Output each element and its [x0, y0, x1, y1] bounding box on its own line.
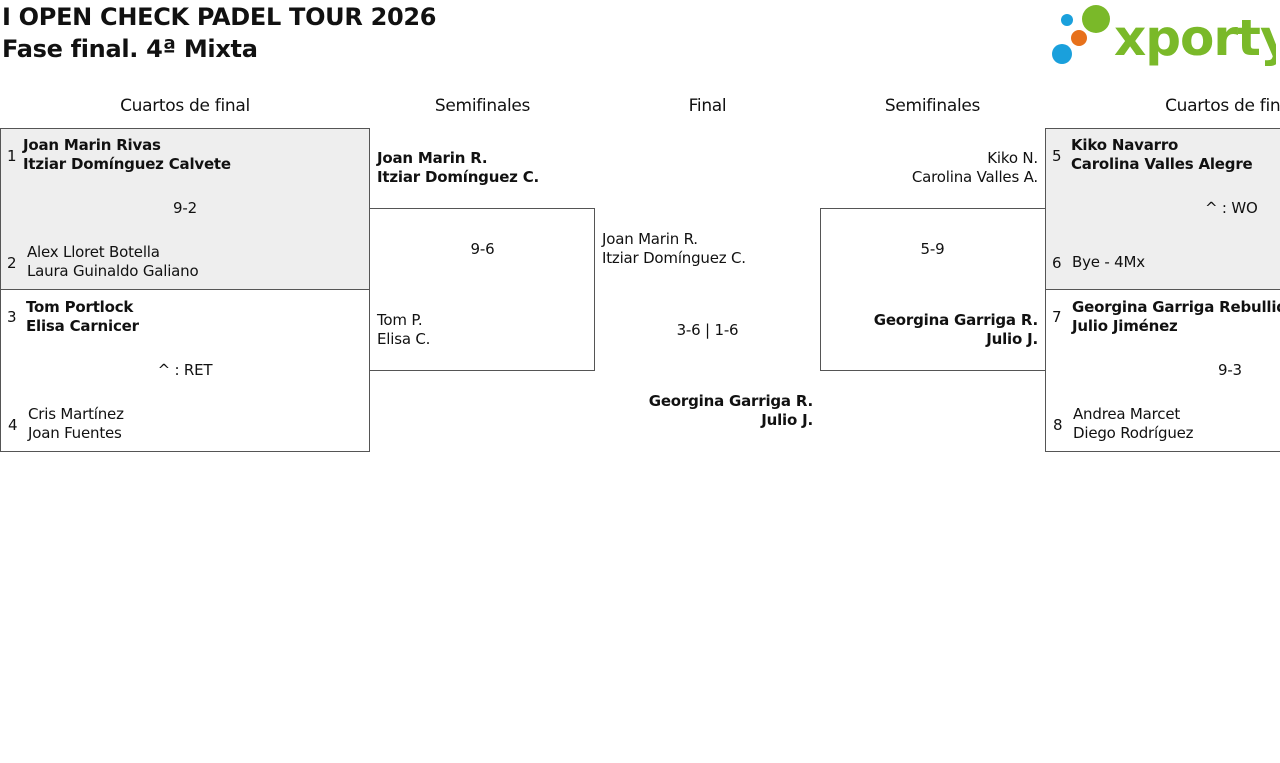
seed-number: 7: [1052, 308, 1062, 326]
player-name: Cris Martínez: [28, 405, 124, 423]
column-header-final: Final: [688, 96, 727, 116]
match-card-sf-left[interactable]: [369, 208, 595, 371]
player-name: Tom P.: [377, 311, 423, 329]
player-name: Diego Rodríguez: [1073, 424, 1194, 442]
match-score: 9-2: [173, 199, 197, 217]
seed-number: 8: [1053, 416, 1063, 434]
column-header-semifinals-left: Semifinales: [434, 96, 531, 116]
player-name: Joan Marin R.: [602, 230, 698, 248]
xporty-logo: xporty: [1052, 4, 1280, 67]
page-title: I OPEN CHECK PADEL TOUR 2026: [2, 3, 437, 31]
match-score: 9-3: [1218, 361, 1242, 379]
logo-dot-blue-top-icon: [1061, 14, 1073, 26]
column-header-semifinals-right: Semifinales: [884, 96, 981, 116]
player-name: Alex Lloret Botella: [27, 243, 160, 261]
player-name: Julio J.: [986, 330, 1038, 348]
player-name: Itziar Domínguez C.: [602, 249, 746, 267]
page-subtitle: Fase final. 4ª Mixta: [2, 35, 258, 63]
player-name: Carolina Valles A.: [911, 168, 1038, 186]
player-name: Georgina Garriga R.: [648, 392, 813, 410]
seed-number: 1: [7, 147, 17, 165]
seed-number: 6: [1052, 254, 1062, 272]
player-name: Joan Fuentes: [28, 424, 122, 442]
logo-dot-green-icon: [1082, 5, 1110, 33]
seed-number: 2: [7, 254, 17, 272]
match-card-qf-right-2[interactable]: [1045, 289, 1280, 452]
logo-dot-blue-bottom-icon: [1052, 44, 1072, 64]
match-score: 5-9: [920, 240, 945, 258]
player-name: Elisa C.: [377, 330, 431, 348]
player-name: Georgina Garriga Rebullida: [1072, 298, 1280, 316]
player-name: Joan Marin R.: [377, 149, 488, 167]
column-header-quarterfinals-left: Cuartos de final: [120, 96, 250, 116]
logo-dot-orange-icon: [1071, 30, 1087, 46]
column-header-quarterfinals-right: Cuartos de final: [1165, 96, 1280, 116]
seed-number: 3: [7, 308, 17, 326]
player-name: Julio J.: [761, 411, 813, 429]
match-card-qf-right-1[interactable]: [1045, 128, 1280, 290]
match-score: ^ : WO: [1205, 199, 1258, 217]
match-card-qf-left-1[interactable]: [0, 128, 370, 290]
player-name: Kiko N.: [987, 149, 1038, 167]
match-score: 9-6: [470, 240, 495, 258]
player-name: Itziar Domínguez C.: [377, 168, 540, 186]
player-name: Itziar Domínguez Calvete: [23, 155, 231, 173]
player-name: Tom Portlock: [26, 298, 134, 316]
logo-text: xporty: [1114, 9, 1276, 66]
player-name: Kiko Navarro: [1071, 136, 1179, 154]
player-name: Joan Marin Rivas: [23, 136, 161, 154]
final-score: 3-6 | 1-6: [676, 321, 739, 339]
player-name: Laura Guinaldo Galiano: [27, 262, 199, 280]
seed-number: 4: [8, 416, 18, 434]
player-name: Andrea Marcet: [1073, 405, 1181, 423]
player-name: Bye - 4Mx: [1072, 253, 1145, 271]
player-name: Julio Jiménez: [1072, 317, 1178, 335]
player-name: Georgina Garriga R.: [873, 311, 1038, 329]
seed-number: 5: [1052, 147, 1062, 165]
player-name: Carolina Valles Alegre: [1071, 155, 1253, 173]
match-score: ^ : RET: [157, 361, 213, 379]
player-name: Elisa Carnicer: [26, 317, 139, 335]
